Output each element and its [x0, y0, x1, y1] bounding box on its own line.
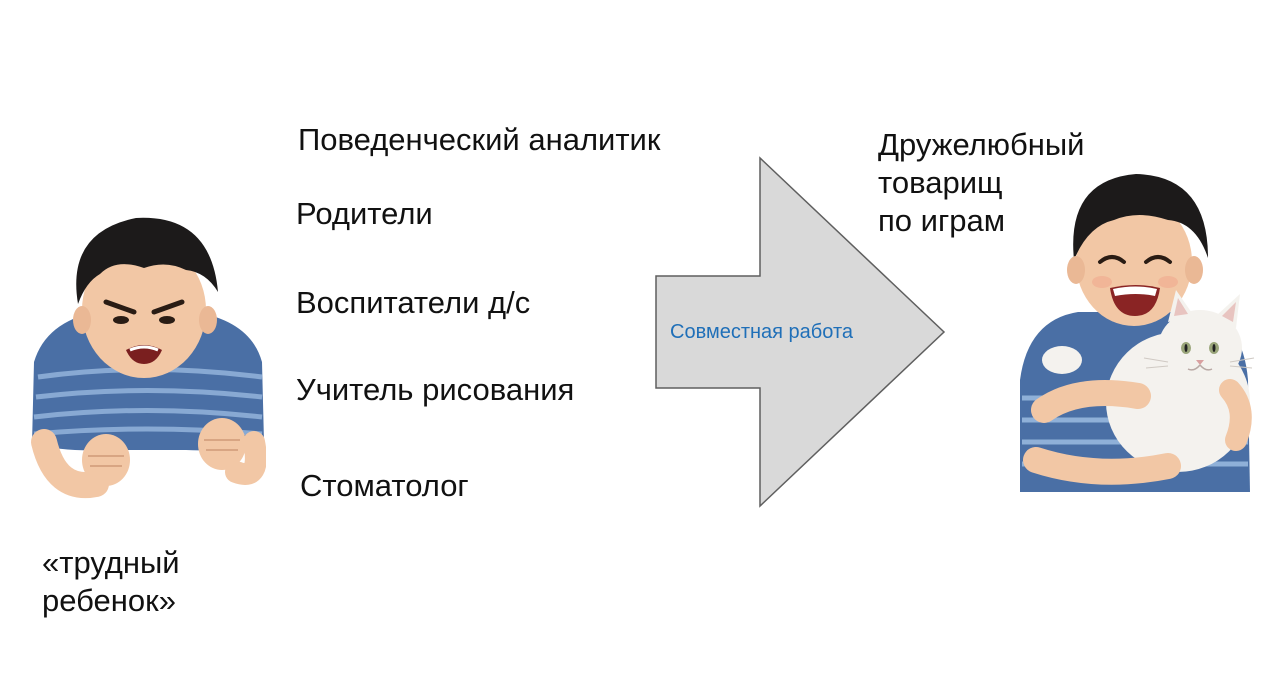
- arrow-label: Совместная работа: [670, 321, 853, 343]
- after-label-line: Дружелюбный: [878, 127, 1085, 162]
- before-label-line: «трудный: [42, 545, 180, 580]
- specialist-item: Родители: [296, 196, 433, 231]
- after-label-line: по играм: [878, 203, 1006, 238]
- angry-child-figure: [26, 212, 267, 502]
- arrow-shape: [655, 156, 946, 508]
- specialist-item: Поведенческий аналитик: [298, 122, 661, 157]
- after-label: Дружелюбный товарищ по играм: [878, 126, 1085, 240]
- specialist-item: Стоматолог: [300, 468, 469, 503]
- happy-child-with-cat-figure: [1018, 170, 1260, 495]
- after-label-line: товарищ: [878, 165, 1003, 200]
- specialist-item: Учитель рисования: [296, 372, 575, 407]
- before-label-line: ребенок»: [42, 583, 176, 618]
- before-label: «трудный ребенок»: [42, 544, 180, 620]
- transition-arrow: [655, 156, 946, 508]
- specialist-item: Воспитатели д/с: [296, 285, 531, 320]
